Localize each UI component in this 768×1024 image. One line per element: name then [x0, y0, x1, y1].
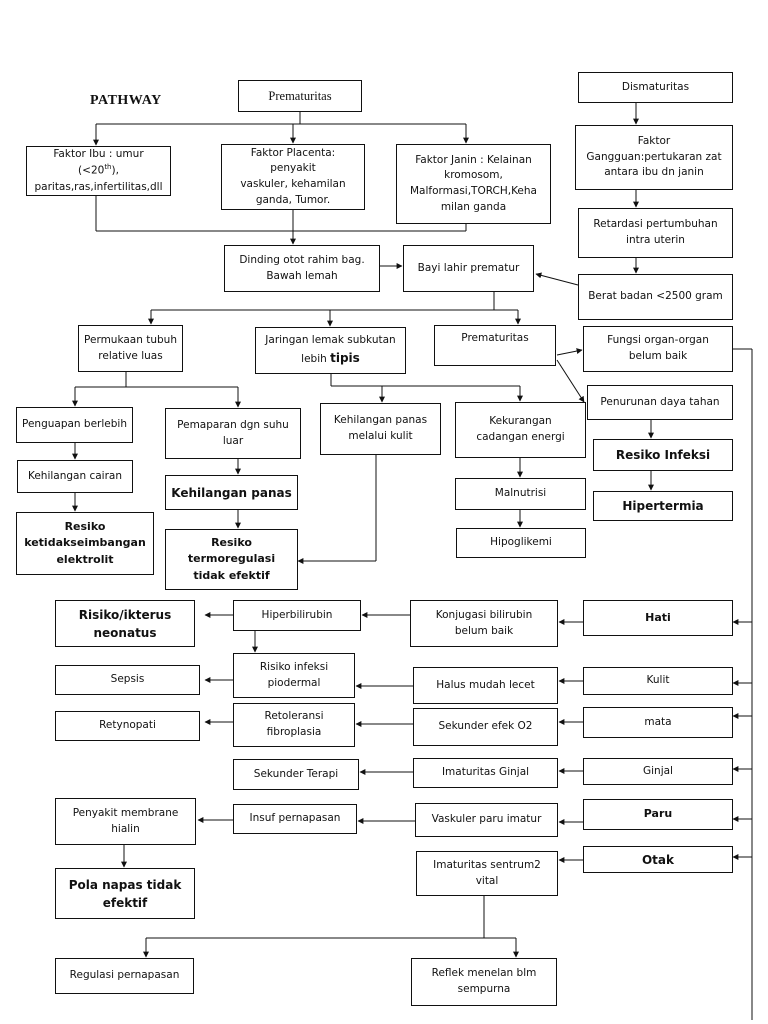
risiko-ikterus-node: Risiko/ikterus neonatus — [55, 600, 195, 647]
retoleransi-node: Retoleransi fibroplasia — [233, 703, 355, 747]
resiko-termoregulasi-node: Resiko termoregulasi tidak efektif — [165, 529, 298, 590]
imaturitas-sentrum-node: Imaturitas sentrum2 vital — [416, 851, 558, 896]
bayi-lahir-node: Bayi lahir prematur — [403, 245, 534, 292]
prematuritas-mid-node: Prematuritas — [434, 325, 556, 366]
malnutrisi-node: Malnutrisi — [455, 478, 586, 510]
kekurangan-cadangan-node: Kekurangan cadangan energi — [455, 402, 586, 458]
kehilangan-panas-node: Kehilangan panas — [165, 475, 298, 510]
ginjal-node: Ginjal — [583, 758, 733, 785]
jaringan-lemak-text-b: tipis — [330, 351, 360, 365]
hipertermia-node: Hipertermia — [593, 491, 733, 521]
hiperbilirubin-node: Hiperbilirubin — [233, 600, 361, 631]
risiko-infeksi-piodermal-node: Risiko infeksi piodermal — [233, 653, 355, 698]
retynopati-node: Retynopati — [55, 711, 200, 741]
mata-node: mata — [583, 707, 733, 738]
penguapan-node: Penguapan berlebih — [16, 407, 133, 443]
penyakit-membrane-node: Penyakit membrane hialin — [55, 798, 196, 845]
resiko-infeksi-node: Resiko Infeksi — [593, 439, 733, 471]
reflek-menelan-node: Reflek menelan blm sempurna — [411, 958, 557, 1006]
faktor-ibu-node: Faktor Ibu : umur (<20th), paritas,ras,i… — [26, 146, 171, 196]
fungsi-organ-node: Fungsi organ-organ belum baik — [583, 326, 733, 372]
faktor-ibu-text-a: Faktor Ibu : umur (<20 — [53, 147, 144, 177]
sepsis-node: Sepsis — [55, 665, 200, 695]
halus-mudah-node: Halus mudah lecet — [413, 667, 558, 704]
faktor-janin-node: Faktor Janin : Kelainan kromosom, Malfor… — [396, 144, 551, 224]
konjugasi-node: Konjugasi bilirubin belum baik — [410, 600, 558, 647]
jaringan-lemak-text-a: Jaringan lemak subkutan lebih — [265, 334, 396, 365]
kehilangan-cairan-node: Kehilangan cairan — [17, 460, 133, 493]
berat-badan-node: Berat badan <2500 gram — [578, 274, 733, 320]
permukaan-tubuh-node: Permukaan tubuh relative luas — [78, 325, 183, 372]
hipoglikemi-node: Hipoglikemi — [456, 528, 586, 558]
pola-napas-node: Pola napas tidak efektif — [55, 868, 195, 919]
faktor-placenta-node: Faktor Placenta: penyakit vaskuler, keha… — [221, 144, 365, 210]
page-title: PATHWAY — [90, 93, 162, 108]
paru-node: Paru — [583, 799, 733, 830]
jaringan-lemak-node: Jaringan lemak subkutan lebih tipis — [255, 327, 406, 374]
sekunder-terapi-node: Sekunder Terapi — [233, 759, 359, 790]
vaskuler-paru-node: Vaskuler paru imatur — [415, 803, 558, 837]
faktor-ibu-text-b: ), paritas,ras,infertilitas,dll — [34, 164, 163, 193]
dinding-otot-node: Dinding otot rahim bag. Bawah lemah — [224, 245, 380, 292]
imaturitas-ginjal-node: Imaturitas Ginjal — [413, 758, 558, 788]
dismaturitas-node: Dismaturitas — [578, 72, 733, 103]
pemaparan-node: Pemaparan dgn suhu luar — [165, 408, 301, 459]
sekunder-efek-node: Sekunder efek O2 — [413, 708, 558, 746]
otak-node: Otak — [583, 846, 733, 873]
faktor-ibu-sup: th — [104, 163, 112, 172]
hati-node: Hati — [583, 600, 733, 636]
faktor-gangguan-node: Faktor Gangguan:pertukaran zat antara ib… — [575, 125, 733, 190]
kehilangan-panas-kulit-node: Kehilangan panas melalui kulit — [320, 403, 441, 455]
resiko-elektrolit-node: Resiko ketidakseimbangan elektrolit — [16, 512, 154, 575]
prematuritas-top-node: Prematuritas — [238, 80, 362, 112]
regulasi-pernapasan-node: Regulasi pernapasan — [55, 958, 194, 994]
insuf-pernapasan-node: Insuf pernapasan — [233, 804, 357, 834]
kulit-node: Kulit — [583, 667, 733, 695]
retardasi-node: Retardasi pertumbuhan intra uterin — [578, 208, 733, 258]
penurunan-daya-node: Penurunan daya tahan — [587, 385, 733, 420]
